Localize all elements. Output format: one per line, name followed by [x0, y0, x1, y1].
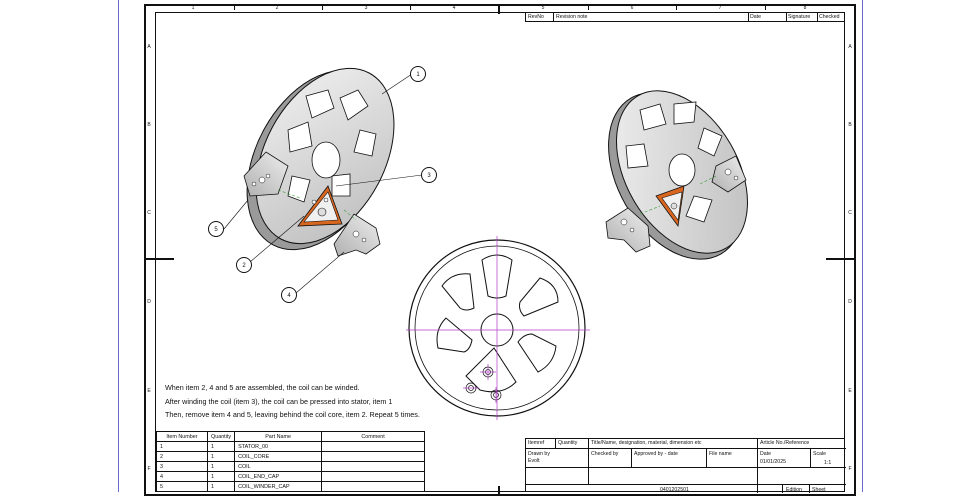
bom-part-name: COIL_WINDER_CAP [234, 481, 323, 492]
center-mark-left [144, 258, 174, 260]
rev-no-header: RevNo [528, 14, 544, 20]
exploded-isometric-view [223, 67, 423, 294]
zone-tick [588, 4, 589, 10]
bom-comment [321, 441, 426, 452]
zone-tick [234, 4, 235, 10]
bom-comment [321, 451, 426, 462]
zone-row-label: B [848, 122, 852, 128]
zone-row-label: A [848, 44, 852, 50]
bom-comment [321, 481, 426, 492]
table-row: 3 1 COIL [156, 461, 426, 472]
bom-quantity: 1 [206, 441, 236, 452]
quantity-label: Quantity [558, 440, 578, 446]
zone-row-label: B [147, 122, 151, 128]
bom-comment [321, 461, 426, 472]
signature-header: Signature [788, 14, 811, 20]
bom-quantity: 1 [206, 461, 236, 472]
zone-column-label: 2 [275, 5, 279, 11]
page-edge-right [862, 0, 863, 492]
assembly-note-2: After winding the coil (item 3), the coi… [165, 397, 393, 406]
table-row: 1 1 STATOR_00 [156, 441, 426, 452]
zone-column-label: 3 [364, 5, 368, 11]
itemref-label: Itemref [528, 440, 545, 446]
center-mark-right [826, 258, 856, 260]
bom-part-name: STATOR_00 [234, 441, 323, 452]
edition-label: Edition [786, 487, 802, 493]
approved-by-label: Approved by - date [634, 451, 678, 457]
zone-column-label: 4 [452, 5, 456, 11]
zone-column-label: 1 [191, 5, 195, 11]
zone-column-label: 7 [718, 5, 722, 11]
zone-column-label: 5 [541, 5, 545, 11]
scale-value: 1:1 [824, 460, 832, 466]
page-edge-left [118, 0, 119, 492]
checked-by-label: Checked by [591, 451, 619, 457]
zone-row-label: D [147, 299, 151, 305]
table-row: 2 1 COIL_CORE [156, 451, 426, 462]
drawn-by-label: Drawn by [528, 451, 550, 457]
bom-header-part-name: Part Name [234, 431, 323, 442]
zone-row-label: E [848, 388, 852, 394]
drawn-by-value: Evolt [528, 458, 540, 464]
bill-of-materials: Item Number Quantity Part Name Comment 1… [156, 431, 426, 492]
title-block: Itemref Quantity Title/Name, designation… [525, 438, 846, 493]
zone-row-label: C [848, 210, 852, 216]
zone-tick [676, 4, 677, 10]
bom-comment [321, 471, 426, 482]
bom-quantity: 1 [206, 451, 236, 462]
bom-quantity: 1 [206, 471, 236, 482]
zone-row-label: F [147, 466, 151, 472]
bom-item-number: 1 [156, 441, 208, 452]
rev-date-header: Date [750, 14, 761, 20]
zone-row-label: D [848, 299, 852, 305]
item-balloon: 2 [236, 257, 252, 273]
bom-item-number: 3 [156, 461, 208, 472]
center-mark-bottom [498, 486, 500, 494]
zone-tick [765, 4, 766, 10]
bom-part-name: COIL_CORE [234, 451, 323, 462]
table-row: 4 1 COIL_END_CAP [156, 471, 426, 482]
assembly-note-3: Then, remove item 4 and 5, leaving behin… [165, 410, 420, 419]
bom-header-quantity: Quantity [206, 431, 236, 442]
bom-item-number: 2 [156, 451, 208, 462]
zone-tick [410, 4, 411, 10]
date-value: 01/01/2025 [760, 459, 786, 465]
file-name-label: File name [709, 451, 732, 457]
table-row: 5 1 COIL_WINDER_CAP [156, 481, 426, 492]
zone-row-label: C [147, 210, 151, 216]
zone-row-label: F [848, 466, 852, 472]
bom-item-number: 5 [156, 481, 208, 492]
revision-note-header: Revision note [556, 14, 588, 20]
zone-row-label: A [147, 44, 151, 50]
zone-tick [322, 4, 323, 10]
item-balloon: 1 [410, 66, 426, 82]
bom-quantity: 1 [206, 481, 236, 492]
assembly-note-1: When item 2, 4 and 5 are assembled, the … [165, 383, 360, 392]
date-label: Date [760, 451, 771, 457]
center-mark-top [498, 4, 500, 14]
bom-header-row: Item Number Quantity Part Name Comment [156, 431, 426, 442]
bom-header-item-number: Item Number [156, 431, 208, 442]
checked-header: Checked [819, 14, 840, 20]
zone-row-label: E [147, 388, 151, 394]
bom-item-number: 4 [156, 471, 208, 482]
bom-header-comment: Comment [321, 431, 426, 442]
scale-label: Scale [813, 451, 826, 457]
bom-part-name: COIL_END_CAP [234, 471, 323, 482]
assembled-isometric-view [605, 90, 748, 260]
item-balloon: 5 [208, 221, 224, 237]
zone-column-label: 6 [630, 5, 634, 11]
article-label: Article No./Reference [760, 440, 810, 446]
title-label: Title/Name, designation, material, dimen… [591, 440, 702, 446]
item-balloon: 4 [281, 287, 297, 303]
article-number: 0401202501 [660, 487, 689, 493]
zone-column-label: 8 [803, 5, 807, 11]
bom-part-name: COIL [234, 461, 323, 472]
revision-table: RevNo Revision note Date Signature Check… [525, 12, 845, 22]
front-view [406, 236, 590, 420]
item-balloon: 3 [421, 167, 437, 183]
sheet-label: Sheet [812, 487, 826, 493]
